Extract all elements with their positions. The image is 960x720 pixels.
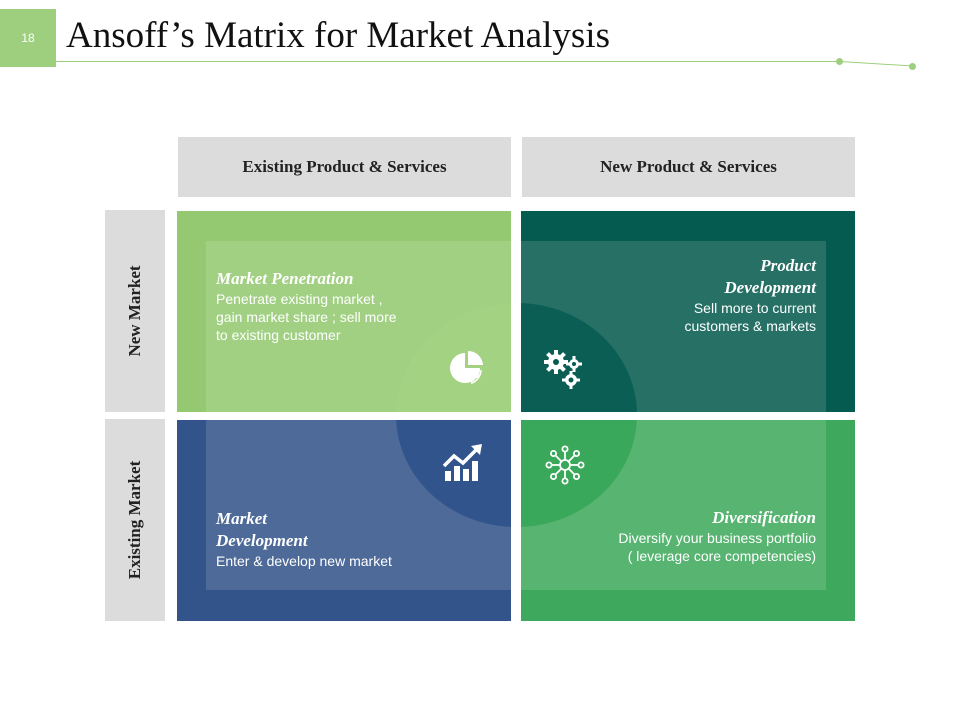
- pie-chart-icon: [450, 350, 483, 385]
- market-penetration-text: Market Penetration Penetrate existing ma…: [216, 268, 436, 344]
- market-development-description: Enter & develop new market: [216, 553, 392, 569]
- diversification-title: Diversification: [712, 508, 816, 527]
- diversification-description: Diversify your business portfolio ( leve…: [618, 530, 816, 564]
- column-header-new-product: New Product & Services: [522, 137, 855, 197]
- growth-chart-icon: [442, 444, 482, 481]
- divider-horizontal: [177, 412, 855, 420]
- title-underline: [56, 61, 840, 62]
- slide-number: 18: [0, 9, 56, 67]
- product-development-description: Sell more to current customers & markets: [684, 300, 816, 334]
- column-header-existing-product: Existing Product & Services: [178, 137, 511, 197]
- market-development-text: Market Development Enter & develop new m…: [216, 508, 436, 570]
- gears-icon: [544, 350, 582, 389]
- diversification-text: Diversification Diversify your business …: [566, 507, 816, 565]
- product-development-title: Product Development: [724, 256, 816, 297]
- page-title: Ansoff’s Matrix for Market Analysis: [66, 15, 610, 56]
- market-development-title: Market Development: [216, 509, 308, 550]
- row-header-existing-market: Existing Market: [105, 419, 165, 621]
- market-penetration-title: Market Penetration: [216, 269, 354, 288]
- title-underline-tail: [840, 61, 913, 67]
- row-header-new-market: New Market: [105, 210, 165, 412]
- circle-quarter-br: [516, 415, 637, 527]
- circle-quarter-tr: [516, 303, 637, 415]
- row-header-new-market-label: New Market: [125, 265, 144, 357]
- row-header-existing-market-label: Existing Market: [125, 460, 144, 580]
- market-penetration-description: Penetrate existing market , gain market …: [216, 291, 397, 343]
- underline-dot-2: [909, 63, 916, 70]
- network-icon: [545, 445, 585, 485]
- product-development-text: Product Development Sell more to current…: [596, 255, 816, 335]
- underline-dot-1: [836, 58, 843, 65]
